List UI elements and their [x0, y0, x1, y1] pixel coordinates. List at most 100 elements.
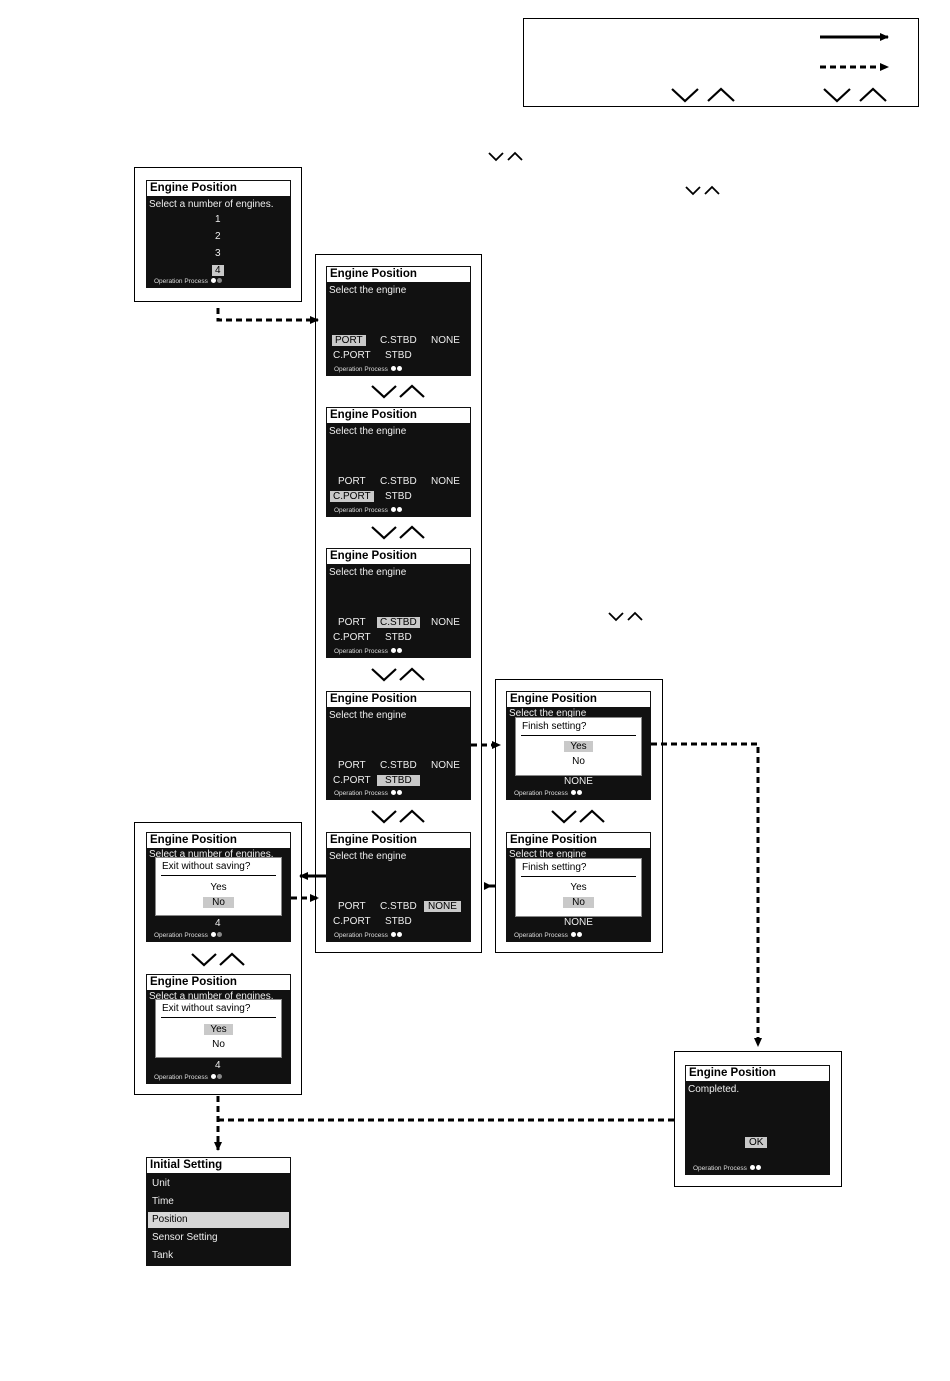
opt-port[interactable]: PORT	[338, 901, 366, 912]
completed-text: Completed.	[688, 1084, 740, 1095]
process-dots	[210, 1073, 223, 1081]
yes-selected[interactable]: Yes	[204, 1024, 233, 1035]
dialog-title: Finish setting?	[522, 721, 587, 732]
opt-none[interactable]: NONE	[431, 760, 460, 771]
option-4-wrap[interactable]: 4	[212, 264, 224, 277]
opt-stbd-selected[interactable]: STBD	[377, 775, 420, 786]
screen-exit-yes: Engine Position Select a number of engin…	[146, 974, 291, 1084]
operation-process-label: Operation Process	[334, 507, 388, 514]
operation-process-label: Operation Process	[154, 278, 208, 285]
screen-title: Engine Position	[147, 181, 290, 196]
screen-title: Engine Position	[686, 1066, 829, 1081]
menu-title: Initial Setting	[147, 1158, 290, 1173]
opt-stbd[interactable]: STBD	[385, 632, 412, 643]
opt-none[interactable]: NONE	[431, 476, 460, 487]
menu-item-tank[interactable]: Tank	[152, 1250, 174, 1261]
operation-process-label: Operation Process	[154, 932, 208, 939]
yes-label[interactable]: Yes	[210, 882, 227, 893]
option-2[interactable]: 2	[215, 231, 221, 242]
arrow-finish-to-none	[484, 882, 492, 890]
opt-port[interactable]: PORT	[338, 617, 366, 628]
opt-port-wrap[interactable]: PORT	[332, 334, 366, 347]
opt-cstbd-wrap[interactable]: C.STBD	[377, 616, 420, 629]
connector-number-to-engine	[216, 308, 319, 324]
operation-process: Operation Process	[334, 789, 403, 797]
screen-initial-setting: Initial Setting Unit Time Position Senso…	[146, 1157, 291, 1266]
screen-subtitle: Select the engine	[329, 567, 407, 578]
opt-cstbd[interactable]: C.STBD	[380, 476, 417, 487]
screen-title: Engine Position	[507, 692, 650, 707]
no-selected[interactable]: No	[203, 897, 234, 908]
menu-item-unit[interactable]: Unit	[152, 1178, 170, 1189]
opt-none[interactable]: NONE	[431, 335, 460, 346]
menu-item-sensor-setting[interactable]: Sensor Setting	[152, 1232, 218, 1243]
opt-cstbd-selected[interactable]: C.STBD	[377, 617, 420, 628]
opt-cport[interactable]: C.PORT	[333, 632, 371, 643]
screen-title: Engine Position	[147, 833, 290, 848]
yes-option[interactable]: Yes	[516, 741, 641, 753]
operation-process: Operation Process	[334, 931, 403, 939]
opt-cport[interactable]: C.PORT	[333, 350, 371, 361]
yes-option[interactable]: Yes	[156, 1024, 281, 1036]
ok-wrap[interactable]: OK	[745, 1136, 768, 1149]
opt-cport-wrap[interactable]: C.PORT	[330, 490, 374, 503]
no-option[interactable]: No	[516, 897, 641, 909]
screen-subtitle-cut: Select a number of engines.	[149, 991, 274, 1002]
operation-process-label: Operation Process	[693, 1165, 747, 1172]
yes-selected[interactable]: Yes	[564, 741, 593, 752]
opt-cstbd[interactable]: C.STBD	[380, 760, 417, 771]
ok-button[interactable]: OK	[745, 1137, 768, 1148]
opt-cport[interactable]: C.PORT	[333, 916, 371, 927]
operation-process-label: Operation Process	[334, 648, 388, 655]
opt-cstbd[interactable]: C.STBD	[380, 335, 417, 346]
menu-item-time[interactable]: Time	[152, 1196, 174, 1207]
screen-engine-port: Engine Position Select the engine PORT C…	[326, 266, 471, 376]
dialog-title: Finish setting?	[522, 862, 587, 873]
opt-none: NONE	[564, 917, 593, 928]
opt-port[interactable]: PORT	[338, 476, 366, 487]
option-4-selected[interactable]: 4	[212, 265, 224, 276]
screen-subtitle: Select a number of engines.	[149, 199, 274, 210]
opt-stbd-wrap[interactable]: STBD	[377, 774, 420, 787]
no-option[interactable]: No	[516, 756, 641, 768]
opt-cport[interactable]: C.PORT	[333, 775, 371, 786]
no-option[interactable]: No	[156, 897, 281, 909]
no-label[interactable]: No	[212, 1039, 225, 1050]
dialog-title: Exit without saving?	[162, 861, 251, 872]
finish-dialog: Finish setting? Yes No	[515, 717, 642, 776]
opt-stbd[interactable]: STBD	[385, 491, 412, 502]
opt-stbd[interactable]: STBD	[385, 350, 412, 361]
screen-completed: Engine Position Completed. OK Operation …	[685, 1065, 830, 1175]
menu-item-position[interactable]: Position	[148, 1212, 289, 1228]
screen-finish-yes: Engine Position Select the engine Finish…	[506, 691, 651, 800]
no-option[interactable]: No	[156, 1039, 281, 1051]
opt-stbd[interactable]: STBD	[385, 916, 412, 927]
opt-none-wrap[interactable]: NONE	[424, 900, 461, 913]
operation-process-label: Operation Process	[514, 790, 568, 797]
legend-box	[523, 18, 919, 107]
operation-process-label: Operation Process	[334, 932, 388, 939]
option-1[interactable]: 1	[215, 214, 221, 225]
opt-port-selected[interactable]: PORT	[332, 335, 366, 346]
yes-option[interactable]: Yes	[156, 882, 281, 894]
no-label[interactable]: No	[572, 756, 585, 767]
operation-process: Operation Process	[154, 931, 223, 939]
opt-cport-selected[interactable]: C.PORT	[330, 491, 374, 502]
process-dots	[570, 789, 583, 797]
no-selected[interactable]: No	[563, 897, 594, 908]
operation-process: Operation Process	[693, 1164, 762, 1172]
process-dots	[390, 931, 403, 939]
process-dots	[210, 277, 223, 285]
operation-process-label: Operation Process	[154, 1074, 208, 1081]
opt-none-selected[interactable]: NONE	[424, 901, 461, 912]
yes-option[interactable]: Yes	[516, 882, 641, 894]
opt-cstbd[interactable]: C.STBD	[380, 901, 417, 912]
screen-subtitle: Select the engine	[329, 285, 407, 296]
chevron-down-up-icon	[671, 87, 887, 103]
opt-none[interactable]: NONE	[431, 617, 460, 628]
screen-subtitle: Select the engine	[329, 851, 407, 862]
opt-port[interactable]: PORT	[338, 760, 366, 771]
option-3[interactable]: 3	[215, 248, 221, 259]
yes-label[interactable]: Yes	[570, 882, 587, 893]
